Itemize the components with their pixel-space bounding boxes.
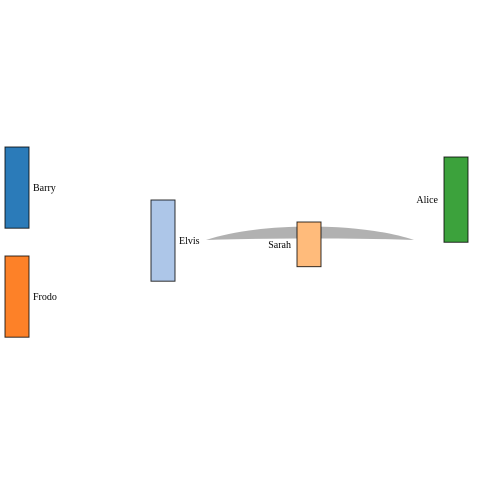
link-frodo-to-elvis: [29, 241, 151, 297]
node-frodo-label: Frodo: [33, 292, 57, 303]
link-barry-to-elvis: [29, 188, 151, 241]
node-alice[interactable]: Alice: [416, 156, 469, 243]
node-elvis[interactable]: Elvis: [150, 199, 200, 282]
sankey-links: [29, 147, 444, 297]
node-barry-bar[interactable]: [4, 146, 30, 229]
node-sarah-bar[interactable]: [296, 221, 322, 268]
node-elvis-label: Elvis: [179, 236, 200, 247]
node-alice-label: Alice: [416, 195, 438, 206]
node-elvis-bar[interactable]: [150, 199, 176, 282]
node-barry[interactable]: Barry: [4, 146, 56, 229]
node-frodo-bar[interactable]: [4, 255, 30, 338]
node-alice-bar[interactable]: [443, 156, 469, 243]
link-barry-to-alice: [29, 147, 444, 198]
node-barry-label: Barry: [33, 183, 56, 194]
link-elvis-to-sarah: [175, 261, 297, 276]
node-frodo[interactable]: Frodo: [4, 255, 57, 338]
node-sarah-label: Sarah: [268, 240, 291, 251]
node-sarah[interactable]: Sarah: [268, 221, 322, 268]
